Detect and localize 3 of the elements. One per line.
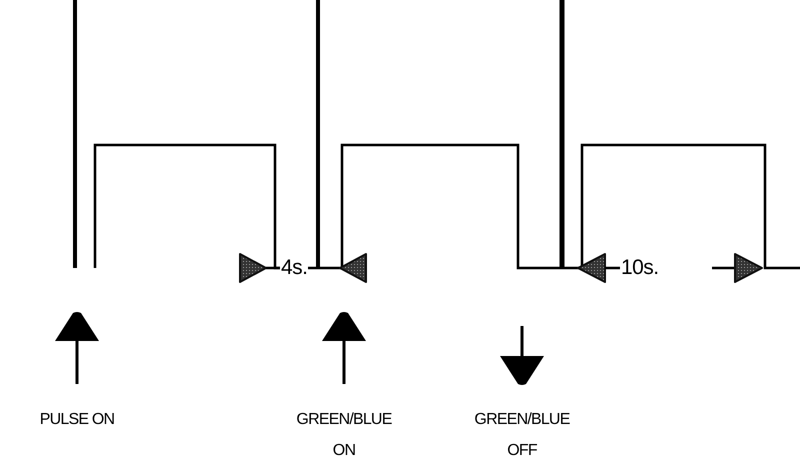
event-label: PULSE ON xyxy=(40,410,114,430)
event-label: GREEN/BLUE ON xyxy=(295,410,393,459)
event-label: GREEN/BLUE OFF xyxy=(473,410,571,459)
